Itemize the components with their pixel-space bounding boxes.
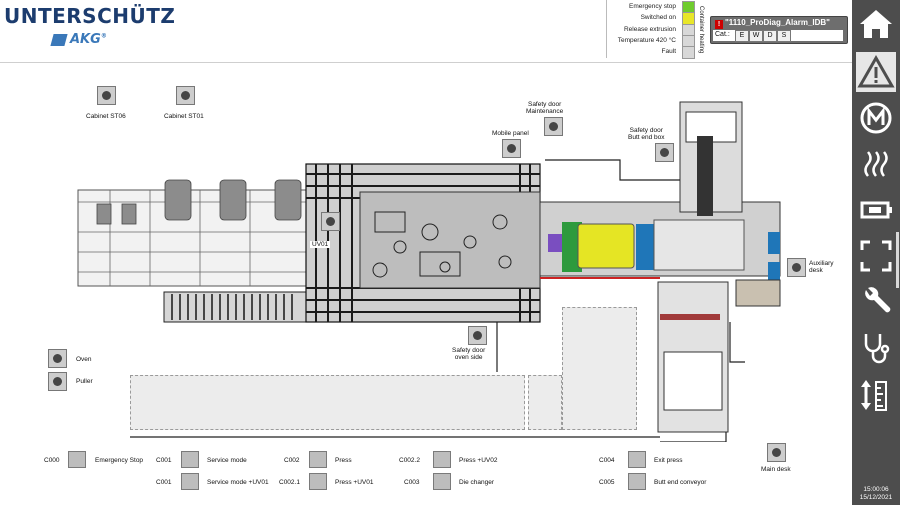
oven-label: Oven xyxy=(76,356,92,363)
status-panel xyxy=(606,0,705,58)
nav-heating-button[interactable] xyxy=(856,144,896,184)
container-icon xyxy=(860,201,892,219)
nav-maintenance-button[interactable] xyxy=(856,282,896,322)
alarm-cat-w[interactable]: W xyxy=(749,30,763,42)
nav-diagnostics-button[interactable] xyxy=(856,328,896,368)
nav-alarms-button[interactable] xyxy=(856,52,896,92)
cabinet-st01-label: Cabinet ST01 xyxy=(164,113,204,120)
safety-door-butt-end-button[interactable] xyxy=(655,143,674,162)
cmd-c005-code: C005 xyxy=(599,479,615,486)
ruler-icon xyxy=(861,380,887,411)
nav-home-button[interactable] xyxy=(856,4,896,44)
alarm-indicator[interactable]: ! "1110_ProDiag_Alarm_IDB" Cat.: E W D S xyxy=(710,16,848,44)
cmd-c001-code: C001 xyxy=(156,457,172,464)
zone-middle-area xyxy=(528,375,562,430)
zone-right-area xyxy=(562,307,637,430)
cmd-exit-press-button[interactable] xyxy=(628,451,646,468)
cmd-exit-press-label: Exit press xyxy=(654,457,683,464)
akg-logo: AKG® xyxy=(70,32,107,47)
cmd-service-mode-button[interactable] xyxy=(181,451,199,468)
cmd-emergency-stop-button[interactable] xyxy=(68,451,86,468)
alarm-bell-icon: ! xyxy=(715,20,723,29)
cmd-c002-code: C002 xyxy=(284,457,300,464)
puller-button[interactable] xyxy=(48,372,67,391)
lamp-fault xyxy=(682,46,695,59)
cmd-press-button[interactable] xyxy=(309,451,327,468)
cabinet-st01-button[interactable] xyxy=(176,86,195,105)
alarm-cat-label: Cat.: xyxy=(715,31,730,38)
zone-oven xyxy=(130,375,525,430)
main-desk-button[interactable] xyxy=(767,443,786,462)
cmd-die-changer-label: Die changer xyxy=(459,479,495,486)
nav-container-button[interactable] xyxy=(856,190,896,230)
alarm-cat-e[interactable]: E xyxy=(735,30,749,42)
cabinet-st06-label: Cabinet ST06 xyxy=(86,113,126,120)
alarm-name: "1110_ProDiag_Alarm_IDB" xyxy=(725,18,830,27)
wrench-icon xyxy=(865,287,891,313)
safety-door-oven-button[interactable] xyxy=(468,326,487,345)
cmd-emergency-stop-label: Emergency Stop xyxy=(95,457,144,464)
cmd-butt-end-conveyor-button[interactable] xyxy=(628,473,646,490)
cmd-die-changer-button[interactable] xyxy=(433,473,451,490)
fullscreen-icon xyxy=(860,240,892,272)
cabinet-st06-button[interactable] xyxy=(97,86,116,105)
cmd-press-uv01-button[interactable] xyxy=(309,473,327,490)
status-release-extrusion: Release extrusion xyxy=(623,26,676,33)
nav-measure-button[interactable] xyxy=(856,376,896,416)
clock-time: 15:00:06 xyxy=(863,486,889,493)
cmd-butt-end-conveyor-label: Butt end conveyor xyxy=(654,479,707,486)
warning-icon xyxy=(857,54,895,88)
cmd-c003-code: C003 xyxy=(404,479,420,486)
header-bar: UNTERSCHÜTZ AKG® Emergency stop Switched… xyxy=(0,0,852,63)
home-icon xyxy=(860,10,892,38)
cmd-service-mode-uv01-label: Service mode +UV01 xyxy=(207,479,269,486)
auxiliary-desk-button[interactable] xyxy=(787,258,806,277)
cmd-c004-code: C004 xyxy=(599,457,615,464)
puller-label: Puller xyxy=(76,378,93,385)
alarm-cat-d[interactable]: D xyxy=(763,30,777,42)
cmd-press-uv02-label: Press +UV02 xyxy=(459,457,498,464)
sidebar-scrollbar[interactable] xyxy=(896,232,899,288)
heating-icon xyxy=(864,151,888,177)
container-heating-label: Container heating xyxy=(698,6,704,54)
akg-logo-mark-icon xyxy=(50,34,68,46)
cmd-c002-2-code: C002.2 xyxy=(399,457,420,464)
cmd-press-uv01-label: Press +UV01 xyxy=(335,479,374,486)
plant-diagram xyxy=(77,101,781,442)
main-desk-label: Main desk xyxy=(761,466,791,473)
status-fault: Fault xyxy=(661,48,676,55)
status-switched-on: Switched on xyxy=(640,14,676,21)
status-temperature: Temperature 420 °C xyxy=(617,37,676,44)
cmd-service-mode-uv01-button[interactable] xyxy=(181,473,199,490)
mobile-panel-button[interactable] xyxy=(502,139,521,158)
cmd-c002-1-code: C002.1 xyxy=(279,479,300,486)
clock-date: 15/12/2021 xyxy=(859,494,893,501)
brand-logo: UNTERSCHÜTZ xyxy=(4,4,176,28)
uv01-label: UV01 xyxy=(310,241,331,248)
alarm-cat-s[interactable]: S xyxy=(777,30,791,42)
nav-fullscreen-button[interactable] xyxy=(856,236,896,276)
alarm-category-bar: Cat.: E W D S xyxy=(713,30,843,42)
mobile-panel-label: Mobile panel xyxy=(492,130,529,137)
uv01-button[interactable] xyxy=(321,212,340,231)
cmd-press-label: Press xyxy=(335,457,352,464)
motor-m-icon xyxy=(860,102,892,134)
status-emergency-stop: Emergency stop xyxy=(629,3,676,10)
cmd-press-uv02-button[interactable] xyxy=(433,451,451,468)
nav-motor-button[interactable] xyxy=(856,98,896,138)
cmd-service-mode-label: Service mode xyxy=(207,457,247,464)
oven-button[interactable] xyxy=(48,349,67,368)
cmd-c000-code: C000 xyxy=(44,457,60,464)
cmd-c001-uv01-code: C001 xyxy=(156,479,172,486)
safety-door-maintenance-button[interactable] xyxy=(544,117,563,136)
stethoscope-icon xyxy=(864,334,890,364)
